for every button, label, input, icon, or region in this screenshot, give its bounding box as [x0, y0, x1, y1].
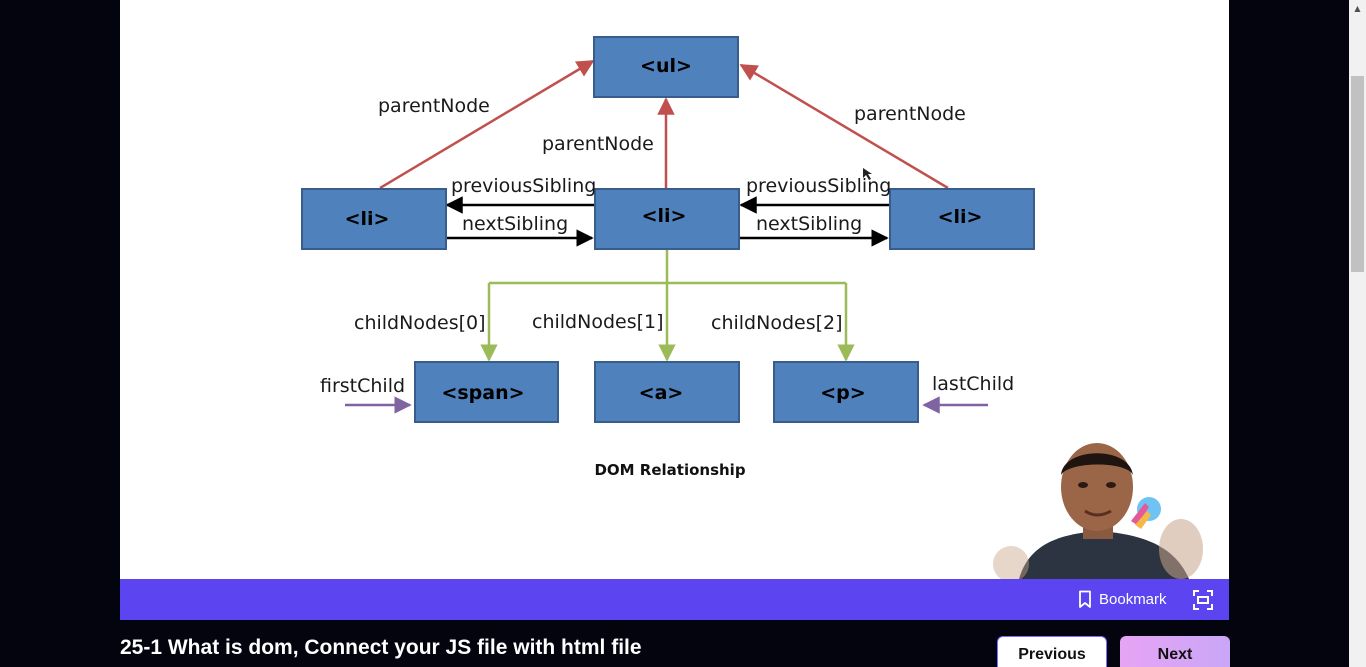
- parent-arrow-right: [739, 63, 949, 190]
- node-li-center: <li>: [594, 188, 740, 250]
- label-next-left: nextSibling: [462, 213, 568, 235]
- child-arrows: [480, 250, 855, 362]
- node-li-right: <li>: [889, 188, 1035, 250]
- scrollbar-thumb[interactable]: [1351, 76, 1364, 272]
- video-control-bar: Bookmark: [120, 579, 1229, 620]
- lesson-title: 25-1 What is dom, Connect your JS file w…: [120, 636, 642, 659]
- presenter-webcam: [993, 443, 1203, 579]
- mouse-cursor-icon: [863, 168, 872, 180]
- fullscreen-icon[interactable]: [1192, 589, 1214, 611]
- label-last-child: lastChild: [932, 373, 1014, 395]
- svg-text:<li>: <li>: [938, 206, 983, 228]
- svg-text:<p>: <p>: [820, 382, 865, 404]
- label-parent-left: parentNode: [378, 95, 490, 117]
- label-child-1: childNodes[1]: [532, 311, 664, 333]
- label-child-0: childNodes[0]: [354, 312, 486, 334]
- label-next-right: nextSibling: [756, 213, 862, 235]
- svg-text:<li>: <li>: [345, 208, 390, 230]
- node-li-left: <li>: [301, 188, 447, 250]
- label-prev-left: previousSibling: [451, 175, 596, 197]
- label-parent-center: parentNode: [542, 133, 654, 155]
- node-span: <span>: [414, 361, 559, 423]
- node-p: <p>: [773, 361, 919, 423]
- dom-relationship-diagram: <ul> <li> <li> <li> <span> <a>: [301, 36, 1035, 479]
- svg-text:<a>: <a>: [639, 382, 684, 404]
- scroll-up-arrow-icon[interactable]: ▲: [1354, 4, 1361, 13]
- video-player[interactable]: <ul> <li> <li> <li> <span> <a>: [120, 0, 1229, 579]
- diagram-caption: DOM Relationship: [594, 461, 745, 479]
- bookmark-icon: [1079, 590, 1091, 608]
- label-parent-right: parentNode: [854, 103, 966, 125]
- node-ul: <ul>: [593, 36, 739, 98]
- brand-logo-icon: [1131, 497, 1161, 529]
- svg-text:<li>: <li>: [642, 205, 687, 227]
- next-button[interactable]: Next: [1120, 636, 1230, 667]
- label-first-child: firstChild: [320, 375, 405, 397]
- bookmark-button[interactable]: Bookmark: [1078, 589, 1167, 610]
- label-child-2: childNodes[2]: [711, 312, 843, 334]
- node-a: <a>: [594, 361, 740, 423]
- svg-text:<span>: <span>: [441, 382, 524, 404]
- svg-text:<ul>: <ul>: [640, 55, 692, 77]
- previous-button[interactable]: Previous: [997, 636, 1107, 667]
- bookmark-label: Bookmark: [1099, 591, 1167, 608]
- label-prev-right: previousSibling: [746, 175, 891, 197]
- parent-arrow-left: [379, 59, 595, 190]
